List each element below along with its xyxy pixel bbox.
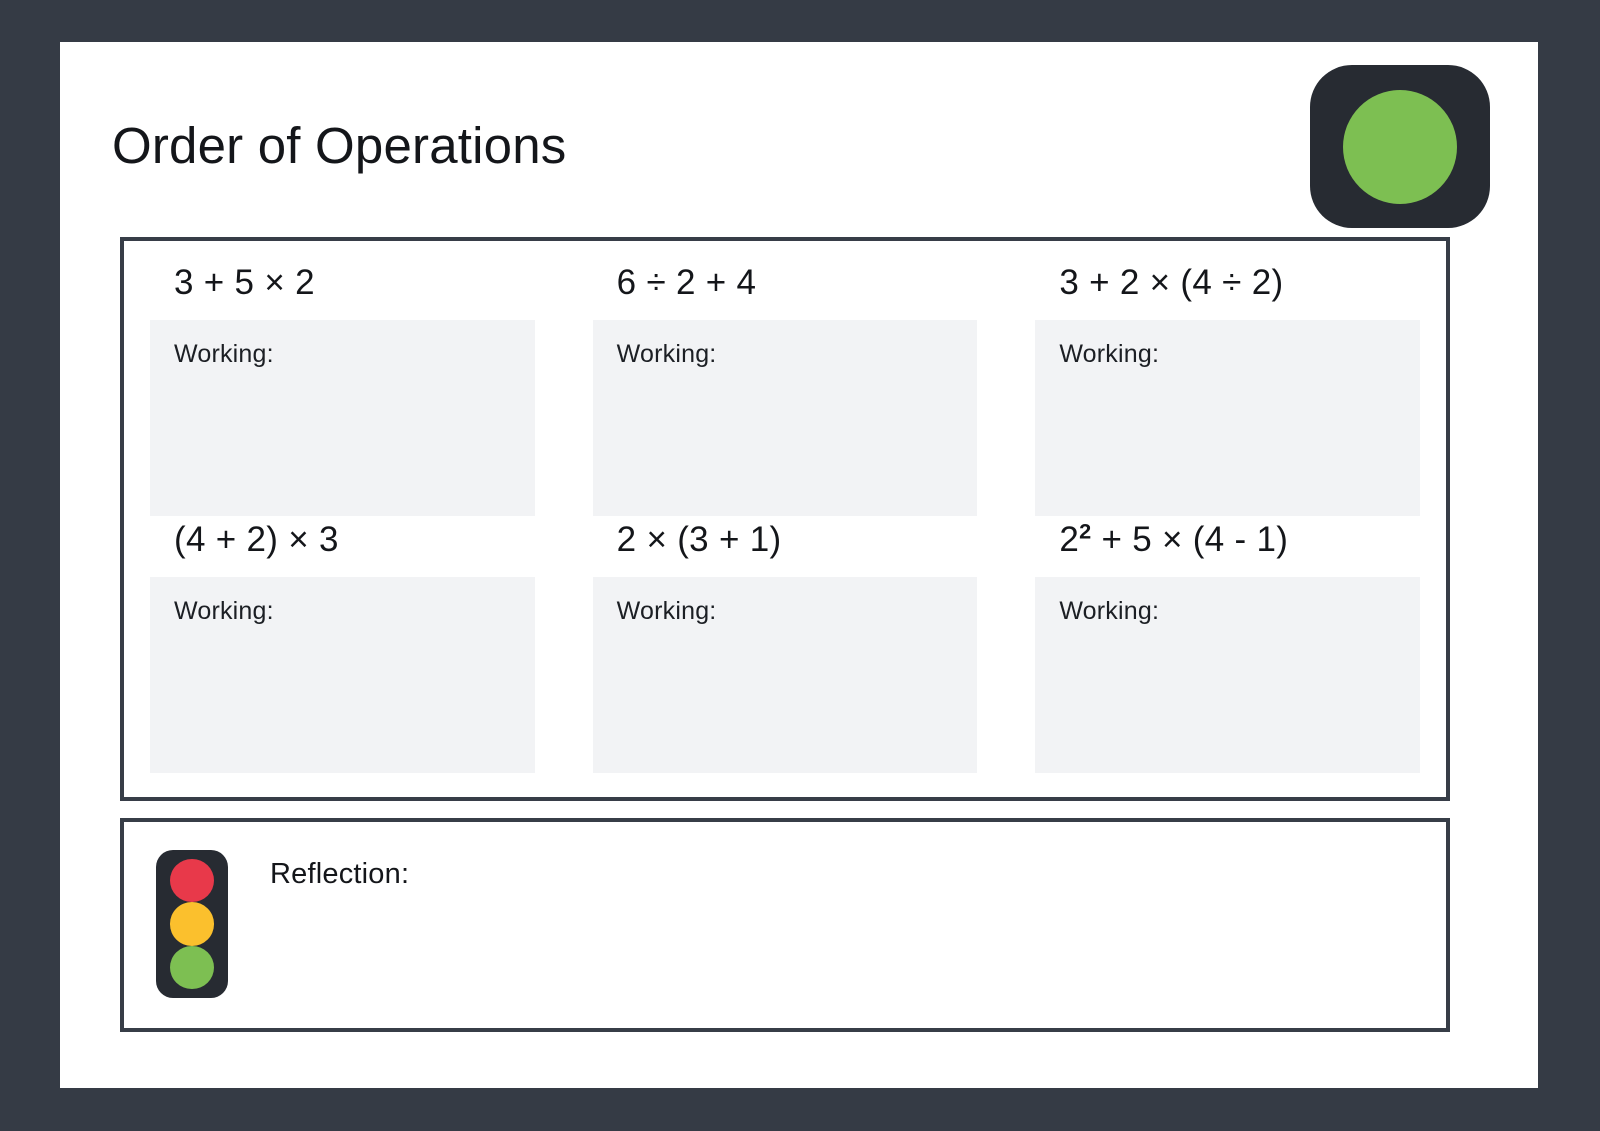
problem-expression-6: 22 + 5 × (4 - 1) — [1035, 520, 1420, 559]
expression-text-3: 3 + 2 × (4 ÷ 2) — [1059, 263, 1284, 302]
working-label-4: Working: — [174, 597, 274, 625]
worksheet-header: Order of Operations — [60, 42, 1538, 237]
expression-text-5: 2 × (3 + 1) — [616, 520, 782, 559]
brand-badge-icon — [1310, 65, 1490, 228]
expression-rest-6: + 5 × (4 - 1) — [1091, 520, 1289, 559]
amber-lamp-icon[interactable] — [170, 902, 214, 946]
problems-panel: 3 + 5 × 2 Working: 6 ÷ 2 + 4 Working: 3 … — [120, 237, 1450, 801]
problem-cell-5: 2 × (3 + 1) Working: — [592, 522, 978, 773]
reflection-panel[interactable]: Reflection: — [120, 818, 1450, 1032]
working-label-3: Working: — [1059, 340, 1160, 368]
working-label-5: Working: — [616, 597, 717, 625]
working-area-3[interactable]: Working: — [1035, 320, 1420, 516]
problem-expression-1: 3 + 5 × 2 — [150, 265, 535, 300]
working-label-2: Working: — [616, 340, 717, 368]
working-label-1: Working: — [174, 340, 274, 368]
problem-expression-5: 2 × (3 + 1) — [593, 522, 978, 557]
working-area-1[interactable]: Working: — [150, 320, 535, 516]
working-area-4[interactable]: Working: — [150, 577, 535, 773]
reflection-label: Reflection: — [270, 858, 410, 890]
expression-exponent-6: 2 — [1079, 518, 1092, 544]
problem-expression-4: (4 + 2) × 3 — [150, 522, 535, 557]
traffic-light-icon[interactable] — [156, 850, 228, 998]
expression-text-2: 6 ÷ 2 + 4 — [616, 263, 757, 302]
problems-grid: 3 + 5 × 2 Working: 6 ÷ 2 + 4 Working: 3 … — [124, 241, 1446, 797]
expression-text-1: 3 + 5 × 2 — [174, 263, 315, 302]
expression-base-6: 2 — [1059, 520, 1080, 559]
problem-cell-4: (4 + 2) × 3 Working: — [150, 522, 535, 773]
red-lamp-icon[interactable] — [170, 859, 214, 903]
problem-expression-3: 3 + 2 × (4 ÷ 2) — [1035, 265, 1420, 300]
problem-cell-2: 6 ÷ 2 + 4 Working: — [592, 265, 978, 516]
green-lamp-icon[interactable] — [170, 945, 214, 989]
problem-cell-3: 3 + 2 × (4 ÷ 2) Working: — [1035, 265, 1420, 516]
problem-expression-2: 6 ÷ 2 + 4 — [593, 265, 978, 300]
page-title: Order of Operations — [112, 117, 567, 174]
working-area-2[interactable]: Working: — [592, 320, 978, 516]
green-circle-icon — [1343, 89, 1457, 204]
problem-cell-1: 3 + 5 × 2 Working: — [150, 265, 535, 516]
working-area-5[interactable]: Working: — [592, 577, 978, 773]
working-area-6[interactable]: Working: — [1035, 577, 1420, 773]
working-label-6: Working: — [1059, 597, 1160, 625]
problem-cell-6: 22 + 5 × (4 - 1) Working: — [1035, 520, 1420, 773]
expression-text-4: (4 + 2) × 3 — [174, 520, 339, 559]
reflection-inner: Reflection: — [156, 850, 409, 998]
worksheet-page: Order of Operations 3 + 5 × 2 Working: 6… — [60, 42, 1538, 1088]
